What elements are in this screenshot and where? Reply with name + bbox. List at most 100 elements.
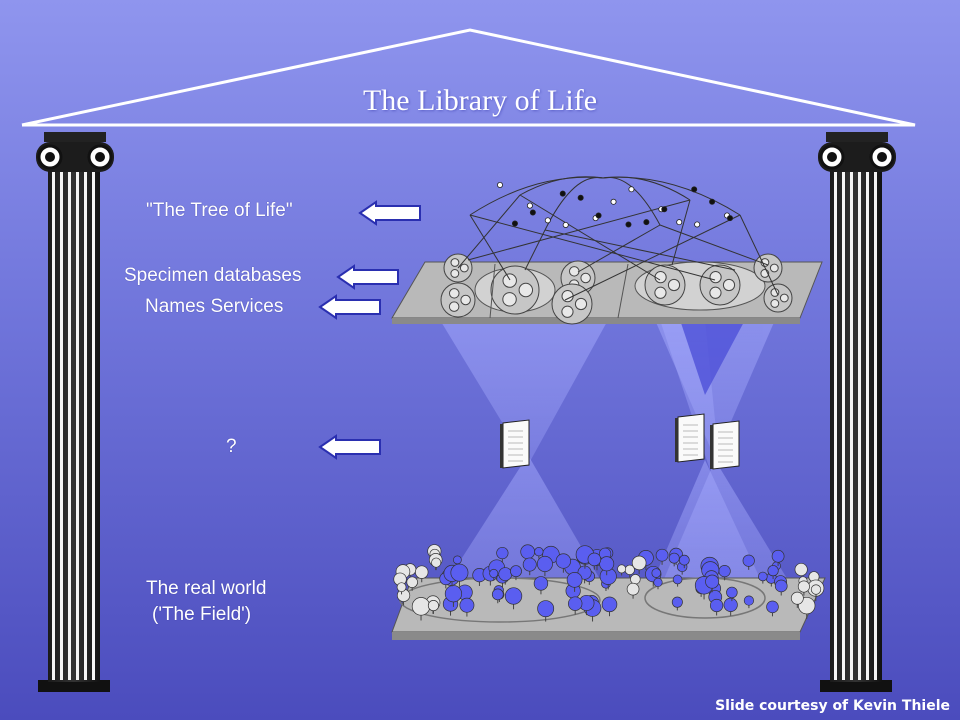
tree-crown <box>415 565 429 579</box>
tree-crown <box>431 557 442 568</box>
field-plane <box>391 544 826 640</box>
tree-crown <box>444 585 463 603</box>
tree-crown <box>743 595 754 606</box>
tree-crown <box>453 555 462 565</box>
label-names-services: Names Services <box>145 296 284 317</box>
record-circle <box>561 290 574 303</box>
tree-crown <box>723 597 738 612</box>
beam-right-upper-b <box>660 320 775 470</box>
column-flute <box>858 172 861 680</box>
page-title: The Library of Life <box>362 84 598 117</box>
column-flute <box>84 172 87 680</box>
tree-node <box>625 221 632 228</box>
tree-of-life-graph <box>457 176 779 301</box>
tree-branch <box>544 176 604 231</box>
tree-crown <box>672 574 683 585</box>
tree-node <box>691 186 698 193</box>
tree-node <box>511 220 518 227</box>
tree-node <box>676 219 683 226</box>
tree-crown <box>489 568 499 578</box>
tree-node <box>562 221 569 228</box>
record-circle <box>460 294 471 306</box>
tree-crown <box>766 600 779 614</box>
tree-branch <box>577 224 661 273</box>
tree-crown <box>651 568 662 578</box>
record-circle <box>654 271 667 284</box>
label-real-world: The real world <box>146 578 267 599</box>
record-circle <box>518 282 534 298</box>
tree-branch <box>659 224 769 266</box>
tree-crown <box>678 554 690 566</box>
beam-right-center <box>680 320 745 395</box>
partition-line <box>489 263 496 319</box>
tree-branch <box>469 214 716 281</box>
tree-crown <box>601 596 618 613</box>
tree-crown <box>537 600 555 618</box>
tree-node <box>661 206 668 213</box>
tree-crown <box>758 571 768 582</box>
book-spine <box>710 425 713 469</box>
tree-node <box>577 194 584 201</box>
tree-branch <box>564 214 741 301</box>
tree-crown <box>668 552 680 564</box>
arrow-left-icon <box>318 434 381 460</box>
partition-line <box>617 263 629 319</box>
book-spine <box>500 424 503 468</box>
tree-crown <box>771 549 785 563</box>
tree-crown <box>396 582 407 593</box>
tree-branch <box>467 199 691 261</box>
tree-crown <box>510 565 522 578</box>
column-right-icon <box>818 132 896 692</box>
tree-crown <box>617 564 627 574</box>
pediment-roof <box>21 28 916 127</box>
tree-crown <box>427 600 439 612</box>
column-flute <box>92 172 95 680</box>
label-the-field: ('The Field') <box>152 604 252 625</box>
tree-node <box>694 221 701 228</box>
tree-crown <box>671 596 683 608</box>
column-flute <box>834 172 837 680</box>
label-specimen-databases: Specimen databases <box>124 265 302 286</box>
tree-crown <box>726 586 738 599</box>
tree-crown <box>718 565 731 578</box>
tree-crown <box>797 580 810 593</box>
tree-crown <box>566 571 583 588</box>
tree-crown <box>459 597 475 613</box>
tree-branch <box>739 214 779 296</box>
arrow-left-icon <box>318 294 381 320</box>
record-circle <box>574 297 588 311</box>
record-circle <box>770 299 780 308</box>
tree-node <box>526 202 533 209</box>
column-flute <box>866 172 869 680</box>
record-circle <box>450 269 460 278</box>
column-left-icon <box>36 132 114 692</box>
tree-branch <box>457 194 521 269</box>
record-circle <box>654 286 667 299</box>
tree-crown <box>705 574 720 589</box>
record-circle <box>722 278 736 292</box>
tree-node <box>628 186 635 193</box>
column-flute <box>76 172 79 680</box>
record-circle <box>709 286 722 299</box>
tree-node <box>496 181 503 188</box>
tree-node <box>727 215 734 222</box>
label-tree-of-life: "The Tree of Life" <box>146 200 293 221</box>
tree-node <box>529 209 536 216</box>
tree-crown <box>810 584 822 595</box>
tree-branch <box>524 229 546 271</box>
tree-crown <box>626 582 640 596</box>
tree-node <box>595 212 602 219</box>
record-circle <box>770 288 780 297</box>
record-circle <box>502 273 517 288</box>
tree-crown <box>630 574 641 585</box>
tree-branch <box>469 214 511 281</box>
tree-branch <box>469 176 604 216</box>
tree-crown <box>568 596 583 611</box>
tree-branch <box>519 194 661 281</box>
tree-crown <box>533 576 549 591</box>
database-plane <box>391 253 823 325</box>
tree-crown <box>522 557 537 572</box>
tree-crown <box>536 555 553 572</box>
tree-crown <box>411 597 431 616</box>
